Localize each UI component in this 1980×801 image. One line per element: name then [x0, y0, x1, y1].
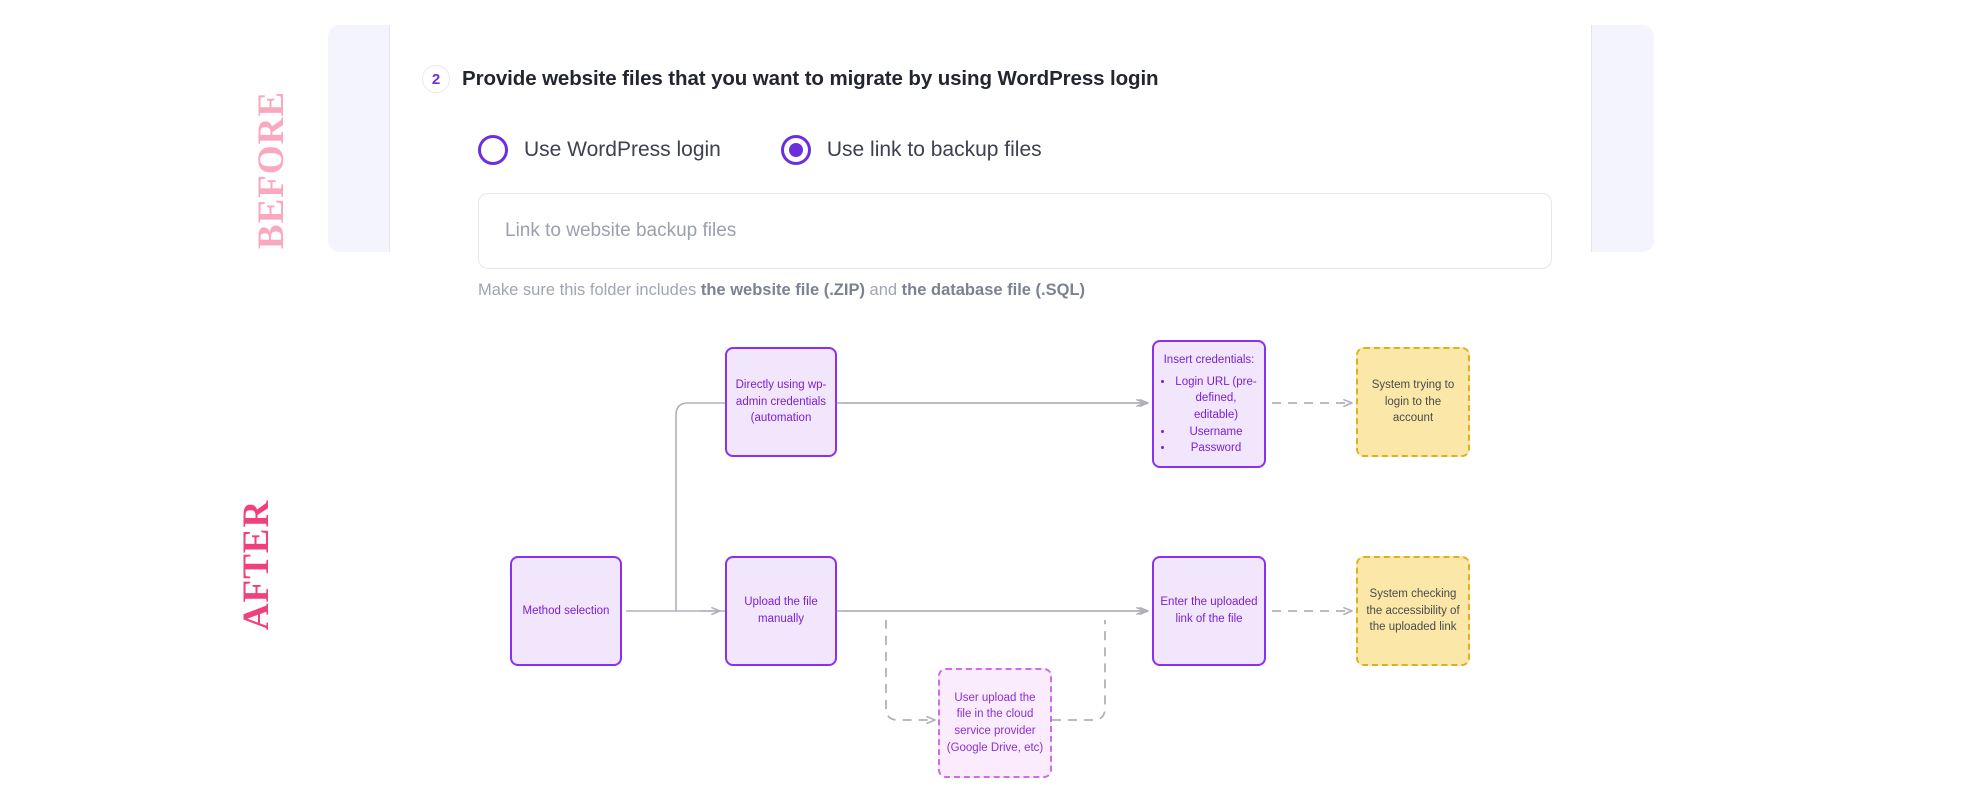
- panel-left-gutter: [328, 25, 390, 252]
- list-item: Login URL (pre-defined, editable): [1174, 374, 1258, 424]
- flow-node-method-selection-label: Method selection: [522, 604, 610, 617]
- radio-option-wordpress-login[interactable]: Use WordPress login: [478, 135, 721, 165]
- helper-middle: and: [864, 281, 902, 299]
- flow-node-direct-wp-admin[interactable]: Directly using wp-admin credentials (aut…: [725, 347, 837, 457]
- panel-right-gutter: [1592, 25, 1654, 252]
- radio-label-wordpress-login: Use WordPress login: [524, 138, 721, 161]
- step-header: 2 Provide website files that you want to…: [422, 65, 1159, 93]
- panel-right-divider: [1591, 25, 1592, 252]
- flow-node-system-login-label: System trying to login to the account: [1371, 378, 1455, 425]
- radio-icon-unchecked[interactable]: [478, 135, 508, 165]
- radio-icon-checked[interactable]: [780, 135, 811, 165]
- flow-node-insert-credentials-list: Login URL (pre-defined, editable) Userna…: [1160, 374, 1258, 457]
- flow-node-system-checking[interactable]: System checking the accessibility of the…: [1356, 556, 1470, 666]
- radio-label-backup-link: Use link to backup files: [826, 138, 1042, 161]
- method-radio-group: Use WordPress login Use link to backup f…: [478, 135, 1042, 165]
- flow-node-system-login[interactable]: System trying to login to the account: [1356, 347, 1470, 457]
- flow-node-upload-manually-label: Upload the file manually: [744, 596, 818, 625]
- backup-link-input[interactable]: Link to website backup files: [478, 193, 1552, 269]
- before-step-card: 2 Provide website files that you want to…: [390, 25, 1591, 299]
- flow-node-cloud-upload-label: User upload the file in the cloud servic…: [946, 691, 1044, 754]
- radio-option-backup-link[interactable]: Use link to backup files: [780, 135, 1042, 165]
- input-helper-text: Make sure this folder includes the websi…: [478, 281, 1085, 300]
- backup-link-placeholder: Link to website backup files: [505, 220, 737, 241]
- helper-strong-zip: the website file (.ZIP): [700, 281, 865, 299]
- page-title: Provide website files that you want to m…: [462, 67, 1159, 90]
- flow-node-insert-credentials-title: Insert credentials:: [1163, 354, 1255, 366]
- flow-node-insert-credentials[interactable]: Insert credentials: Login URL (pre-defin…: [1152, 340, 1266, 468]
- helper-strong-sql: the database file (.SQL): [901, 281, 1086, 299]
- list-item: Password: [1174, 440, 1258, 457]
- flow-node-direct-wp-admin-label: Directly using wp-admin credentials (aut…: [735, 378, 827, 425]
- flow-node-upload-manually[interactable]: Upload the file manually: [725, 556, 837, 666]
- panel-left-divider: [389, 25, 390, 252]
- flow-node-method-selection[interactable]: Method selection: [510, 556, 622, 666]
- step-number-badge: 2: [422, 65, 450, 93]
- flow-node-enter-uploaded-link-label: Enter the uploaded link of the file: [1160, 596, 1258, 625]
- flow-node-enter-uploaded-link[interactable]: Enter the uploaded link of the file: [1152, 556, 1266, 666]
- flow-node-cloud-upload[interactable]: User upload the file in the cloud servic…: [938, 668, 1052, 778]
- list-item: Username: [1174, 424, 1258, 441]
- flow-node-system-checking-label: System checking the accessibility of the…: [1366, 587, 1460, 634]
- helper-prefix: Make sure this folder includes: [478, 281, 701, 299]
